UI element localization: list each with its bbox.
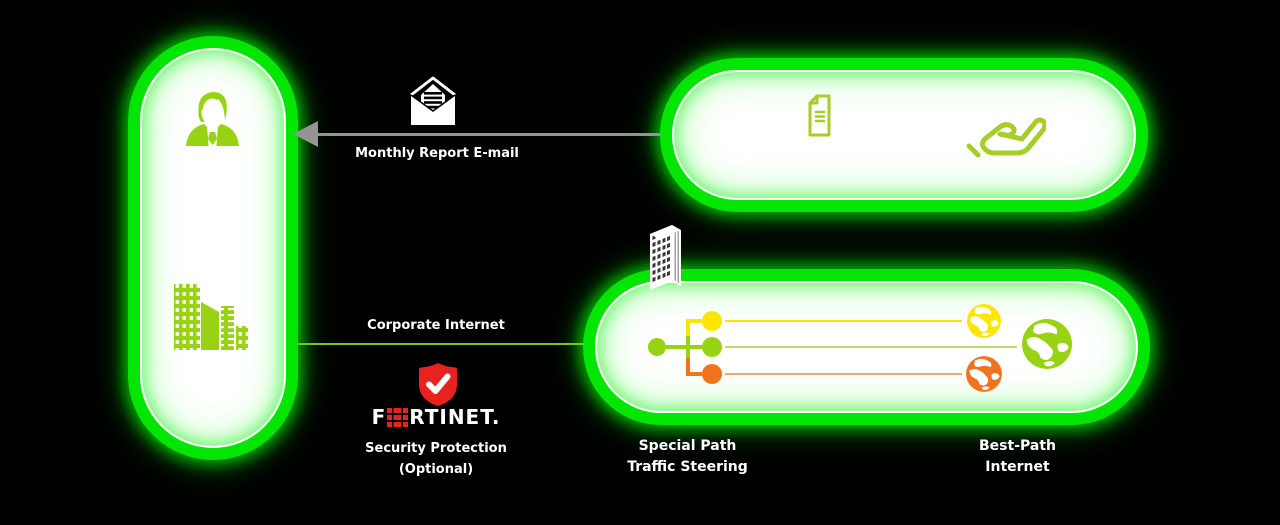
special-path-label: Special Path Traffic Steering: [600, 436, 775, 478]
best-path-line2: Internet: [985, 459, 1050, 475]
special-path-line2: Traffic Steering: [627, 459, 748, 475]
top-capsule-core: [672, 70, 1136, 200]
best-path-label: Best-Path Internet: [935, 436, 1100, 478]
traffic-branch-graphic: [648, 304, 1072, 392]
bottom-capsule: [583, 269, 1150, 425]
report-document-icon: [808, 94, 831, 137]
internet-link-label: Corporate Internet: [367, 318, 505, 333]
left-capsule: [128, 36, 298, 460]
internet-link-line: [298, 343, 584, 345]
top-capsule: [660, 58, 1148, 212]
email-flow-label: Monthly Report E-mail: [355, 146, 519, 161]
corporate-building-icon: [650, 225, 681, 290]
business-person-icon: [186, 92, 239, 146]
yellow-globe-icon: [967, 304, 1001, 338]
office-buildings-icon: [174, 284, 248, 350]
fortinet-logo-rtinet: RTINET.: [409, 405, 501, 429]
green-globe-icon: [1022, 319, 1072, 369]
service-hand-icon: [966, 117, 1046, 158]
fortinet-gate-icon: [387, 407, 409, 427]
email-arrow-line: [316, 133, 660, 136]
best-path-line1: Best-Path: [979, 438, 1056, 454]
fortinet-logo: F RTINET.: [356, 404, 516, 430]
orange-globe-icon: [966, 356, 1002, 392]
special-path-line1: Special Path: [638, 438, 737, 454]
shield-check-icon: [419, 363, 457, 406]
security-protection-label: Security Protection: [365, 441, 507, 456]
security-optional-label: (Optional): [398, 462, 474, 477]
email-arrow-head: [293, 121, 318, 147]
traffic-branch: [648, 311, 722, 384]
fortinet-logo-f: F: [371, 405, 387, 429]
open-email-icon: [410, 76, 456, 125]
